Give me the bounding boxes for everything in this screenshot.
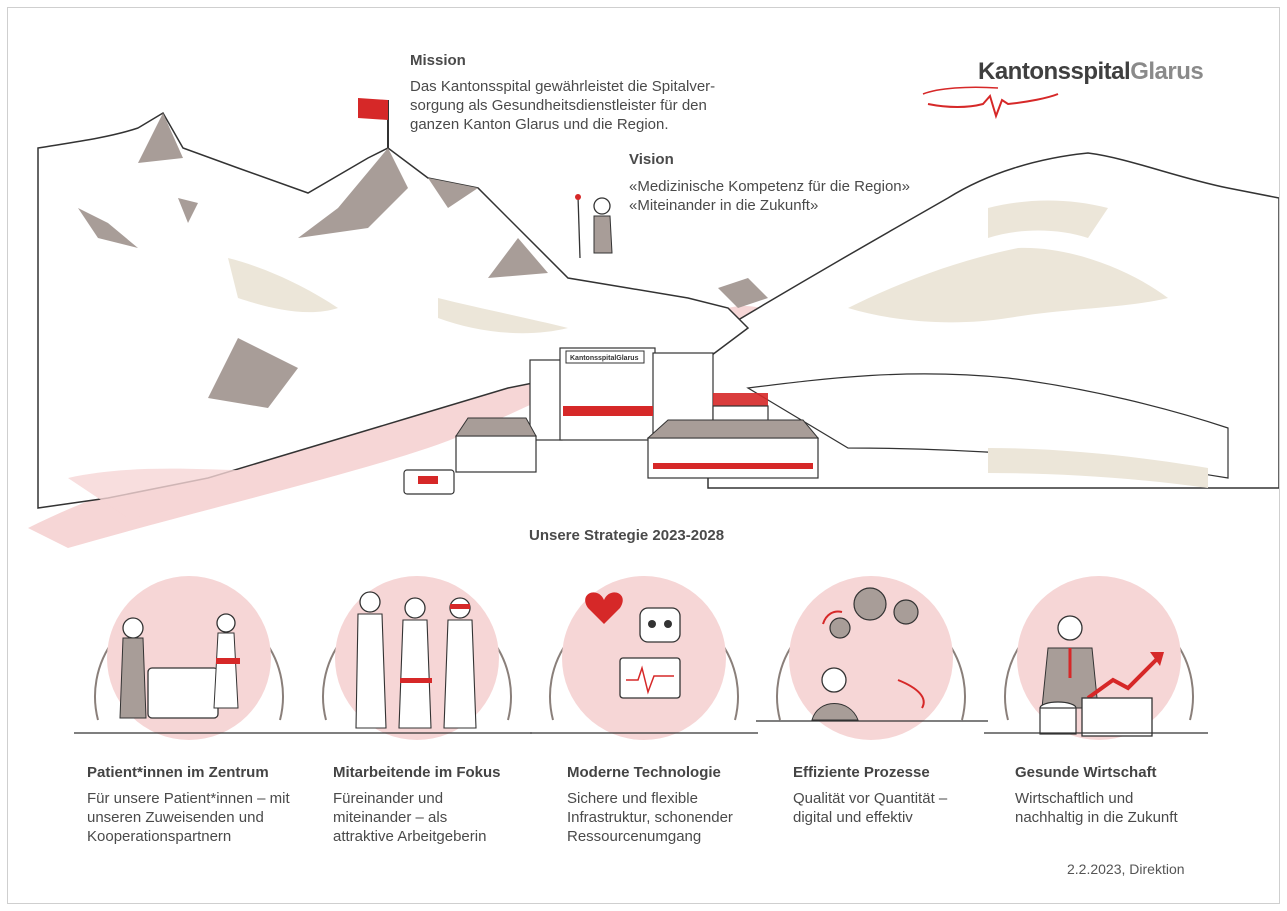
money-stack-icon (1081, 697, 1153, 737)
pillar-title: Effiziente Prozesse (793, 764, 930, 781)
pillar-illustrations (74, 576, 1208, 740)
growth-arrow-icon (1086, 656, 1160, 700)
vision-line-2: «Miteinander in die Zukunft» (629, 197, 819, 214)
pillar-card: Patient*innen im Zentrum Für unsere Pati… (87, 764, 297, 846)
logo-heartbeat-icon (927, 93, 1059, 120)
process-illustration (756, 576, 988, 740)
rock-shade (428, 178, 478, 208)
mission-text: Das Kantonsspital gewährleistet die Spit… (410, 78, 716, 133)
snow-patch (438, 298, 568, 334)
patients-illustration (74, 576, 304, 740)
monitor-icon (619, 657, 681, 699)
hiker-stick-top (575, 194, 581, 200)
logo-text-part2: Glarus (1130, 58, 1204, 85)
left-mountains (37, 111, 750, 509)
rock-shade (298, 148, 408, 238)
pillar-text: Wirtschaftlich und nachhaltig in die Zuk… (1015, 790, 1178, 826)
staff-illustration (304, 576, 532, 740)
robot-head (639, 607, 681, 643)
right-snow-patch (848, 247, 1168, 323)
pillar-card: Effiziente Prozesse Qualität vor Quantit… (793, 764, 1003, 827)
summit-flag-icon (358, 98, 388, 120)
building-sign: KantonsspitalGlarus (570, 355, 639, 362)
strategy-title: Unsere Strategie 2023-2028 (529, 527, 725, 544)
pillar-text: Sichere und flexible Infrastruktur, scho… (567, 790, 733, 845)
gear-icon (829, 617, 851, 639)
rock-shade (208, 338, 298, 408)
rock-shade (138, 113, 183, 163)
snow-patch (228, 258, 338, 313)
mission-title: Mission (410, 52, 466, 69)
hospital-building: KantonsspitalGlarus (403, 347, 820, 495)
economy-illustration (984, 576, 1208, 740)
technology-illustration (530, 576, 758, 740)
pillar-text: Qualität vor Quantität – digital und eff… (793, 790, 948, 826)
vision-title: Vision (629, 151, 674, 168)
pillar-title: Mitarbeitende im Fokus (333, 764, 501, 781)
pillar-title: Moderne Technologie (567, 764, 721, 781)
logo-text-part1: Kantonsspital (978, 58, 1131, 85)
rock-shade (178, 198, 198, 223)
foreground-hill (68, 468, 338, 518)
snow-patch (988, 448, 1208, 488)
strategy-poster: KantonsspitalGlarus (7, 7, 1280, 904)
pillar-card: Mitarbeitende im Fokus Füreinander und m… (333, 764, 543, 846)
pillar-title: Gesunde Wirtschaft (1015, 764, 1157, 781)
pillar-title: Patient*innen im Zentrum (87, 764, 269, 781)
footer-date: 2.2.2023, Direktion (1067, 861, 1185, 877)
logo-swoosh (922, 86, 999, 95)
right-snow-patch (988, 200, 1108, 238)
rock-shade (78, 208, 138, 248)
hospital-logo: KantonsspitalGlarus (978, 58, 1204, 86)
pillar-text: Füreinander und miteinander – als attrak… (333, 790, 487, 845)
hiker-body (593, 215, 613, 254)
hiker-stick (577, 195, 581, 259)
gear-icon (893, 599, 919, 625)
vision-line-1: «Medizinische Kompetenz für die Region» (629, 178, 910, 195)
pillar-text: Für unsere Patient*innen – mit unseren Z… (87, 790, 290, 845)
rock-shade (488, 238, 548, 278)
landscape-illustration: KantonsspitalGlarus (28, 86, 1279, 740)
hiker-figure (593, 197, 611, 215)
gear-icon (853, 587, 887, 621)
pillar-card: Gesunde Wirtschaft Wirtschaftlich und na… (1015, 764, 1225, 827)
rock-shade (718, 278, 768, 308)
heart-icon (585, 592, 623, 624)
pillar-card: Moderne Technologie Sichere und flexible… (567, 764, 777, 846)
